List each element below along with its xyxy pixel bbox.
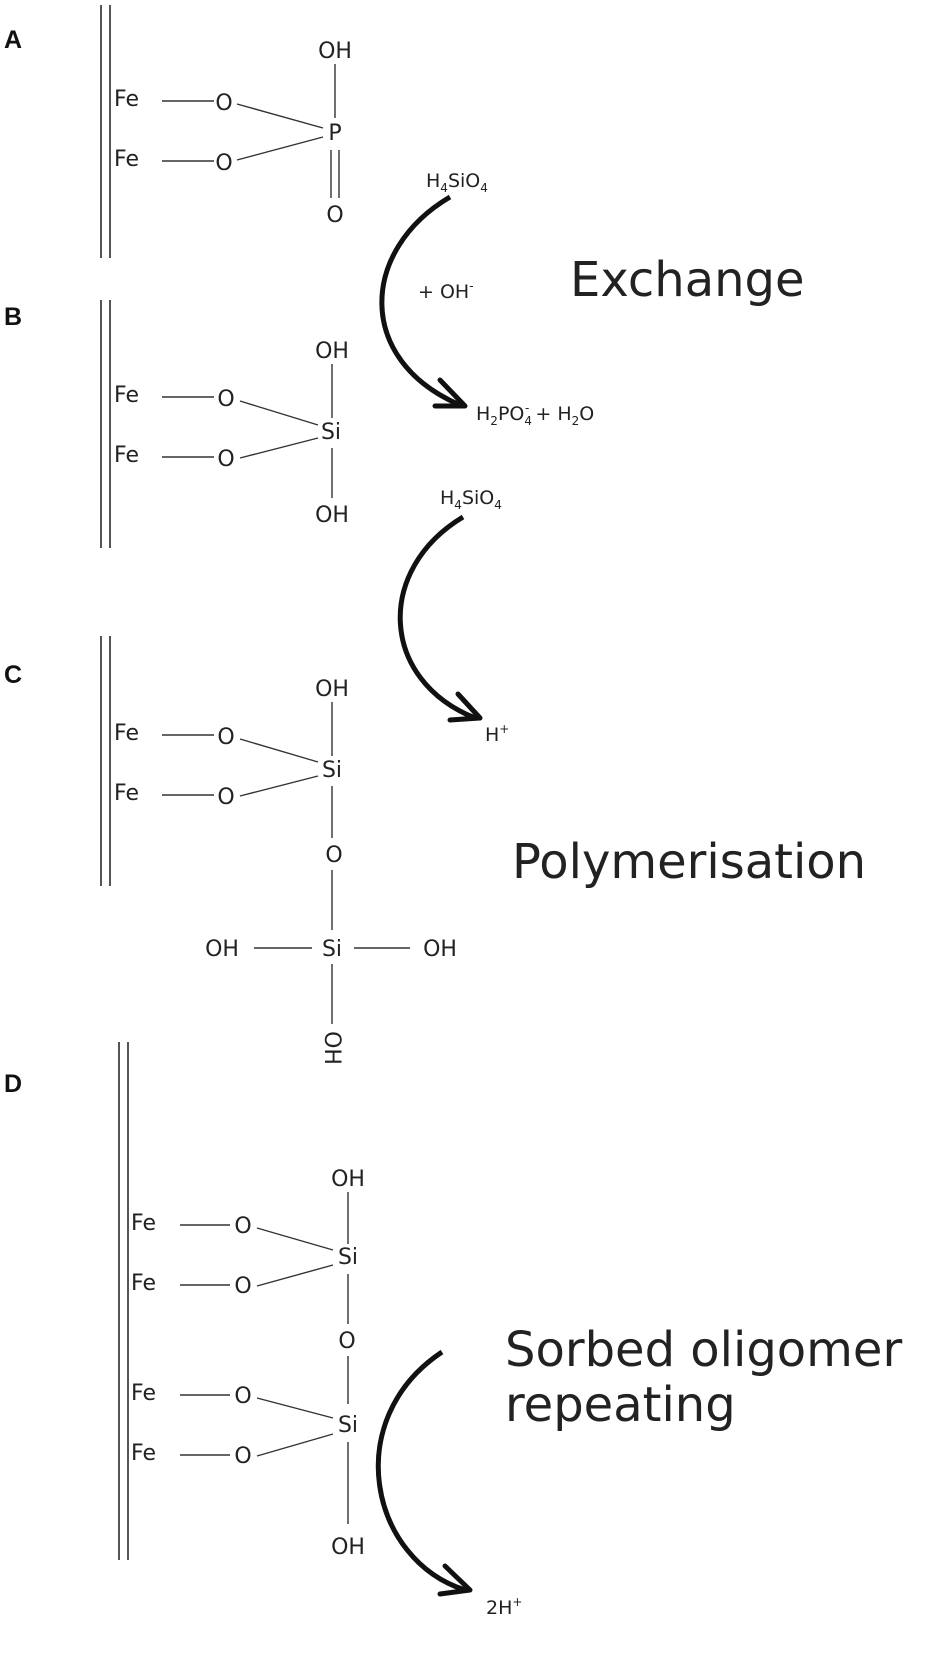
o-atom: O <box>234 1444 251 1469</box>
si-atom: Si <box>321 420 341 445</box>
o-si-bond <box>239 775 319 797</box>
si-atom: Si <box>338 1413 358 1438</box>
exchange-arrow <box>379 194 461 408</box>
fe-atom: Fe <box>114 781 139 806</box>
o-atom: O <box>326 203 343 228</box>
fe-atom: Fe <box>131 1271 156 1296</box>
arrowhead <box>432 377 468 409</box>
o-atom: O <box>234 1384 251 1409</box>
polymerisation-arrow <box>397 514 476 721</box>
o-si-bond <box>256 1264 334 1287</box>
polymerisation-step: H4SiO4 H+ Polymerisation <box>397 487 866 890</box>
oh-group: OH <box>331 1167 365 1192</box>
two-protons-label: 2H+ <box>486 1595 522 1619</box>
oh-group: OH <box>205 937 239 962</box>
panel-c-structure: Fe Fe O O Si OH O Si OH OH OH <box>100 636 457 1065</box>
panel-label-d: D <box>4 1070 22 1098</box>
o-si-bond <box>239 738 319 763</box>
o-p-bond <box>236 103 324 129</box>
proton-label: H+ <box>485 722 509 746</box>
panel-label-c: C <box>4 661 22 689</box>
arrowhead <box>447 691 483 723</box>
o-si-bond <box>256 1433 334 1457</box>
panel-d-structure: Fe Fe O O Si OH O Fe Fe O O Si OH <box>118 1042 365 1560</box>
silicic-acid-label: H4SiO4 <box>426 170 488 195</box>
fe-atom: Fe <box>131 1211 156 1236</box>
arrowhead <box>437 1563 473 1597</box>
sorbed-arrow <box>375 1349 466 1593</box>
o-atom: O <box>217 785 234 810</box>
phosphate-water-label: H2PO4- + H2O <box>476 401 594 428</box>
fe-atom: Fe <box>131 1381 156 1406</box>
o-si-bond <box>256 1397 334 1419</box>
p-atom: P <box>328 121 341 146</box>
sorbed-oligomer-title: Sorbed oligomer <box>505 1322 902 1378</box>
exchange-step: H4SiO4 + OH- H2PO4- + H2O Exchange <box>379 170 805 428</box>
oh-group: OH <box>331 1535 365 1560</box>
hydroxide-label: + OH- <box>418 279 474 303</box>
panel-label-b: B <box>4 303 22 331</box>
fe-atom: Fe <box>114 87 139 112</box>
fe-atom: Fe <box>114 721 139 746</box>
o-atom: O <box>215 151 232 176</box>
fe-atom: Fe <box>114 147 139 172</box>
sorbed-oligomer-step: 2H+ Sorbed oligomer repeating <box>375 1322 902 1619</box>
oh-group: OH <box>318 39 352 64</box>
o-atom: O <box>234 1274 251 1299</box>
fe-atom: Fe <box>114 383 139 408</box>
si-atom: Si <box>338 1245 358 1270</box>
bridging-o-atom: O <box>325 843 342 868</box>
oh-group: OH <box>315 677 349 702</box>
oh-group: OH <box>315 339 349 364</box>
sorbed-oligomer-subtitle: repeating <box>505 1377 736 1433</box>
silicic-acid-label: H4SiO4 <box>440 487 502 512</box>
oh-group-rotated: OH <box>319 1031 344 1065</box>
oh-group: OH <box>315 503 349 528</box>
o-atom: O <box>217 387 234 412</box>
fe-atom: Fe <box>114 443 139 468</box>
si-atom: Si <box>322 937 342 962</box>
o-si-bond <box>256 1227 334 1251</box>
fe-atom: Fe <box>131 1441 156 1466</box>
o-atom: O <box>215 91 232 116</box>
o-atom: O <box>234 1214 251 1239</box>
panel-b-structure: Fe Fe O O Si OH OH <box>100 300 349 548</box>
oh-group: OH <box>423 937 457 962</box>
exchange-title: Exchange <box>570 252 805 308</box>
si-atom: Si <box>322 758 342 783</box>
bridging-o-atom: O <box>338 1329 355 1354</box>
panel-a-structure: Fe Fe O O P OH O <box>100 5 352 258</box>
polymerisation-title: Polymerisation <box>512 834 866 890</box>
o-atom: O <box>217 725 234 750</box>
panel-label-a: A <box>4 26 22 54</box>
o-si-bond <box>239 400 319 426</box>
o-atom: O <box>217 447 234 472</box>
o-si-bond <box>239 437 319 459</box>
o-p-bond <box>236 136 324 161</box>
